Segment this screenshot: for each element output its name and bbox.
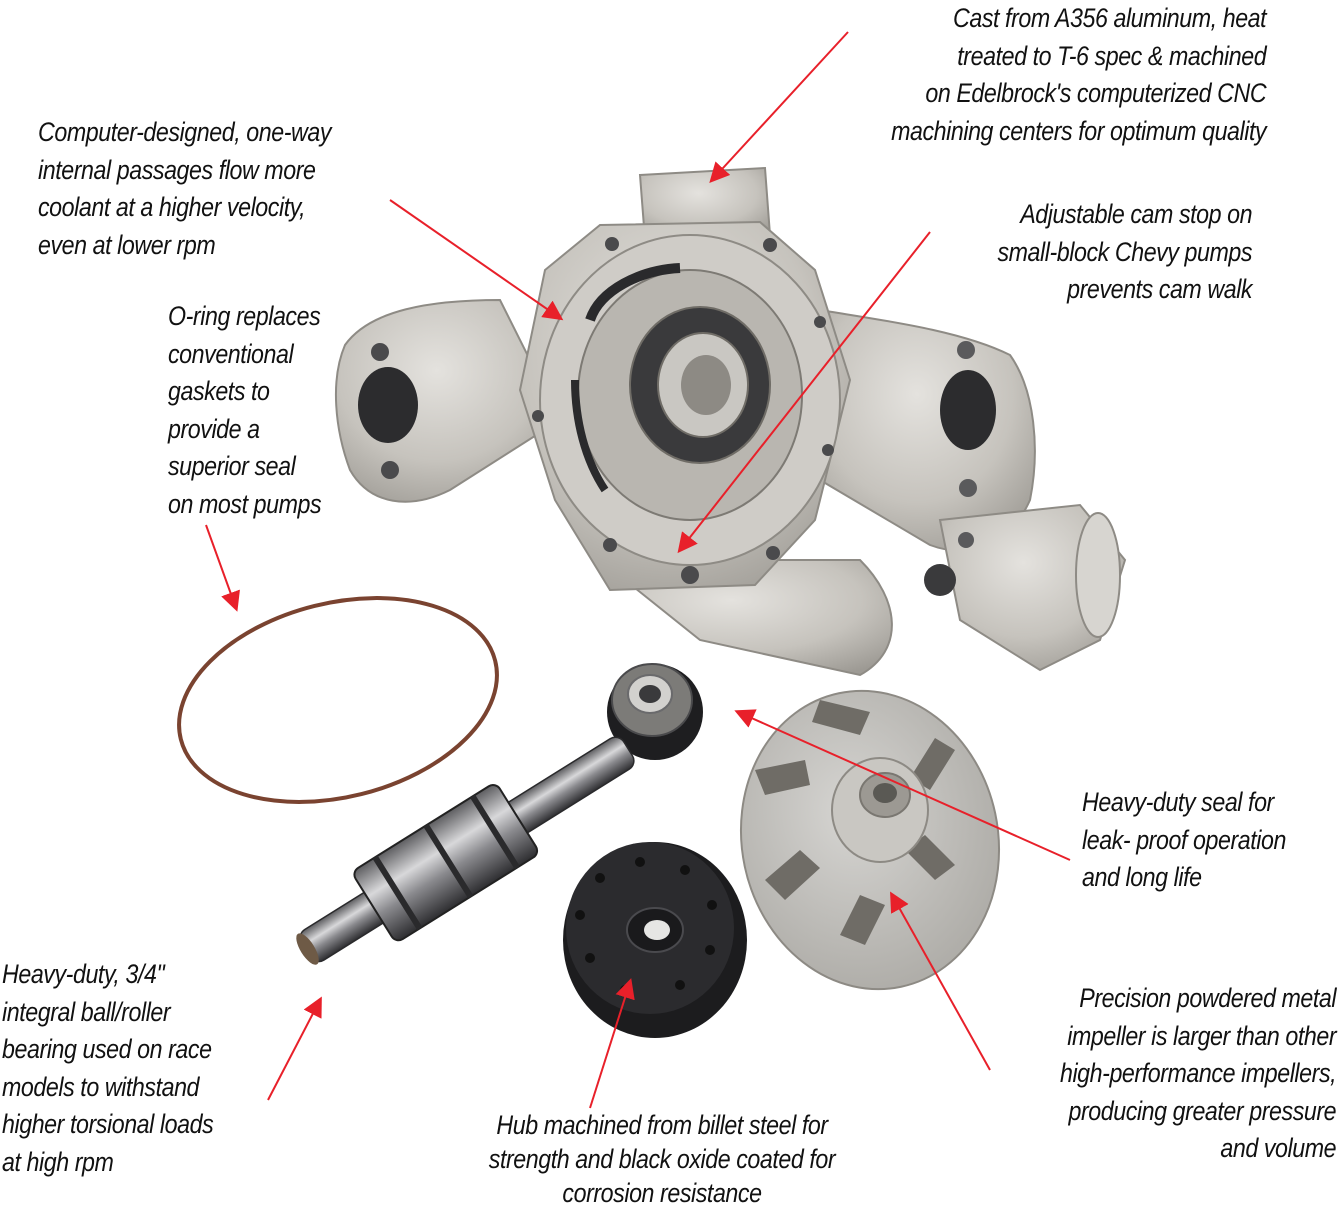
callout-line: Adjustable cam stop on xyxy=(1020,199,1252,229)
callout-line: conventional xyxy=(168,338,294,369)
callout-bearing: Heavy-duty, 3/4" integral ball/roller be… xyxy=(2,956,214,1181)
callout-line: Hub machined from billet steel for xyxy=(496,1110,828,1140)
callout-line: O-ring replaces xyxy=(168,301,321,331)
callout-line: Heavy-duty, 3/4" xyxy=(2,959,165,989)
callout-line: gaskets to xyxy=(168,376,270,406)
callout-line: high-performance impellers, xyxy=(1059,1058,1337,1088)
callout-line: superior seal xyxy=(168,451,296,481)
callout-line: leak- proof operation xyxy=(1082,824,1286,855)
o-ring xyxy=(177,596,499,804)
callout-line: models to withstand xyxy=(2,1071,200,1102)
callout-line: even at lower rpm xyxy=(38,229,216,260)
callout-line: on Edelbrock's computerized CNC xyxy=(925,78,1266,108)
callout-line: on most pumps xyxy=(168,488,322,519)
arrow-cast xyxy=(709,31,849,183)
arrow-impeller xyxy=(890,891,991,1071)
callout-arrows xyxy=(205,31,1071,1109)
callout-cast: Cast from A356 aluminum, heat treated to… xyxy=(890,0,1267,150)
arrow-bearing xyxy=(267,996,322,1101)
bearing-shaft xyxy=(296,736,635,965)
callout-line: bearing used on race xyxy=(2,1034,212,1064)
callout-line: Cast from A356 aluminum, heat xyxy=(952,3,1267,33)
callout-line: at high rpm xyxy=(2,1146,114,1177)
callout-camstop: Adjustable cam stop on small-block Chevy… xyxy=(997,196,1252,309)
arrow-oring xyxy=(205,524,240,612)
callout-line: machining centers for optimum quality xyxy=(890,115,1267,146)
arrow-passages xyxy=(389,199,564,321)
arrow-camstop xyxy=(677,231,931,554)
callout-line: and volume xyxy=(1220,1133,1336,1163)
callout-seal: Heavy-duty seal for leak- proof operatio… xyxy=(1082,784,1286,897)
callout-impeller: Precision powdered metal impeller is lar… xyxy=(1059,980,1337,1168)
seal xyxy=(607,663,703,760)
callout-oring: O-ring replaces conventional gaskets to … xyxy=(168,298,322,523)
callout-line: producing greater pressure xyxy=(1068,1095,1336,1126)
impeller xyxy=(739,689,1001,991)
pump-housing xyxy=(334,166,1127,677)
callout-line: corrosion resistance xyxy=(562,1178,762,1208)
arrow-seal xyxy=(734,709,1071,861)
callout-line: internal passages flow more xyxy=(38,154,316,185)
callout-line: Computer-designed, one-way xyxy=(38,117,332,147)
arrow-hub xyxy=(589,978,635,1109)
callout-line: Heavy-duty seal for xyxy=(1082,787,1274,817)
callout-passages: Computer-designed, one-way internal pass… xyxy=(38,114,331,264)
callout-line: integral ball/roller xyxy=(2,996,171,1027)
callout-line: strength and black oxide coated for xyxy=(488,1144,836,1174)
callout-line: coolant at a higher velocity, xyxy=(38,192,306,222)
callout-line: small-block Chevy pumps xyxy=(997,236,1252,267)
callout-line: impeller is larger than other xyxy=(1067,1020,1336,1051)
callout-hub: Hub machined from billet steel for stren… xyxy=(462,1108,861,1210)
callout-line: provide a xyxy=(168,413,260,444)
callout-line: treated to T-6 spec & machined xyxy=(957,40,1266,71)
callout-line: prevents cam walk xyxy=(1067,274,1252,304)
hub xyxy=(563,842,747,1038)
callout-line: Precision powdered metal xyxy=(1079,983,1336,1013)
callout-line: higher torsional loads xyxy=(2,1109,214,1139)
callout-line: and long life xyxy=(1082,862,1202,892)
